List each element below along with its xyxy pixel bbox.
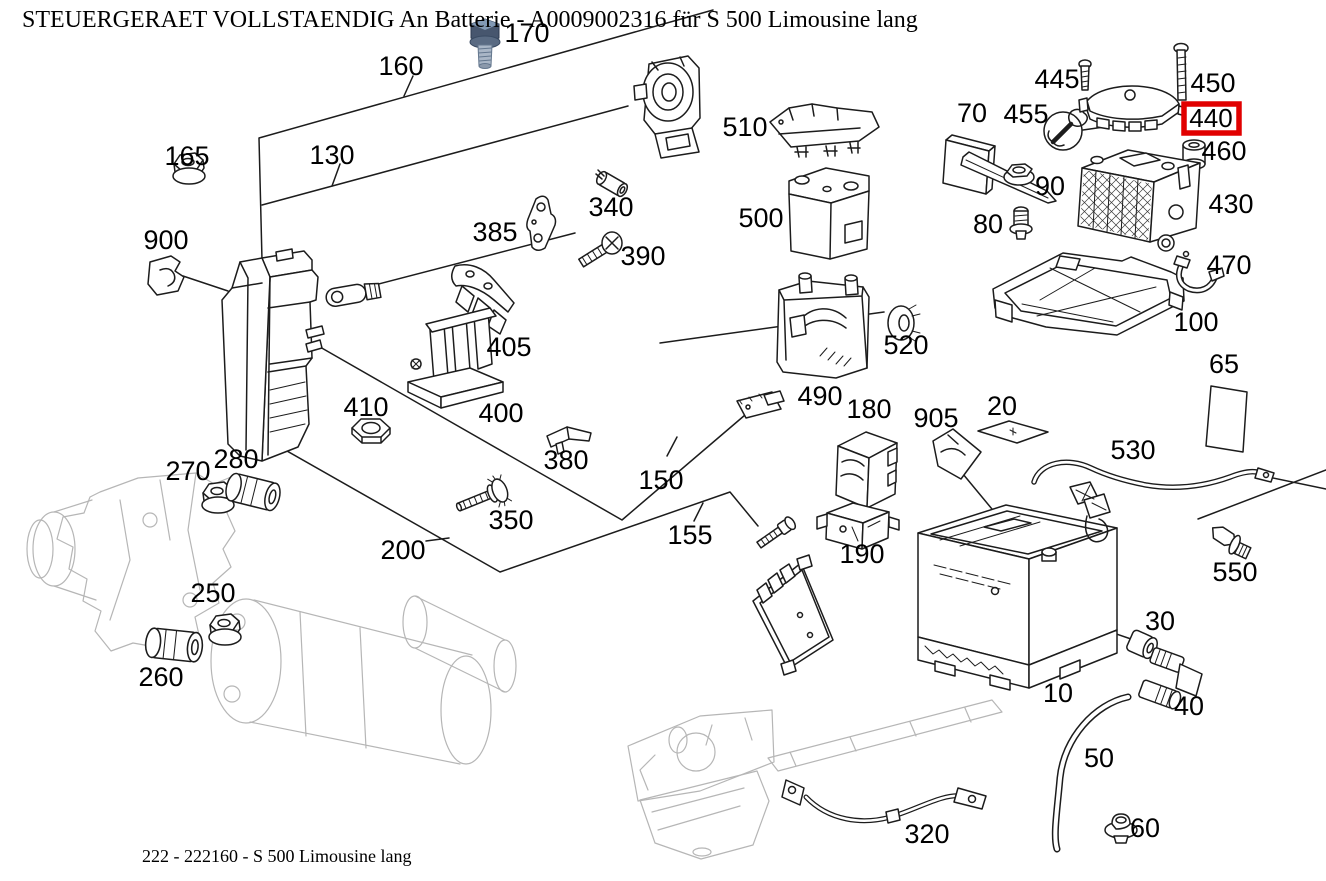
part-380-clip	[546, 426, 592, 455]
callout-80[interactable]: 80	[973, 209, 1003, 239]
part-350-screw	[455, 474, 513, 512]
callout-180[interactable]: 180	[846, 394, 891, 424]
callout-385[interactable]: 385	[472, 217, 517, 247]
callout-190[interactable]: 190	[839, 539, 884, 569]
callout-430[interactable]: 430	[1208, 189, 1253, 219]
highlighted-callout-440[interactable]: 440	[1181, 101, 1242, 136]
callout-60[interactable]: 60	[1130, 813, 1160, 843]
callout-50[interactable]: 50	[1084, 743, 1114, 773]
callout-900[interactable]: 900	[143, 225, 188, 255]
ghost-engine	[627, 699, 1003, 860]
callout-260[interactable]: 260	[138, 662, 183, 692]
part-170-bolt-icon	[469, 18, 501, 69]
callout-440[interactable]: 440	[1189, 103, 1232, 133]
part-155-screw	[756, 516, 797, 549]
callout-410[interactable]: 410	[343, 392, 388, 422]
part-60-grommet	[1104, 813, 1138, 844]
part-320-ground-strap	[781, 779, 987, 824]
part-190-relay	[816, 502, 900, 550]
callout-380[interactable]: 380	[543, 445, 588, 475]
part-20-pad	[977, 420, 1049, 444]
callout-450[interactable]: 450	[1190, 68, 1235, 98]
callout-445[interactable]: 445	[1034, 64, 1079, 94]
part-455-wrench-icon	[1043, 108, 1088, 151]
callout-70[interactable]: 70	[957, 98, 987, 128]
ghost-starter	[210, 595, 517, 765]
part-410-nut	[351, 418, 391, 444]
part-490-cable-trough	[776, 272, 870, 379]
callout-40[interactable]: 40	[1174, 691, 1204, 721]
part-fuse-plate	[752, 554, 834, 676]
part-battery-sensor	[633, 55, 701, 159]
callout-455[interactable]: 455	[1003, 99, 1048, 129]
part-390-screw	[578, 231, 623, 268]
callout-170[interactable]: 170	[504, 18, 549, 48]
callout-270[interactable]: 270	[165, 456, 210, 486]
part-440-control-unit	[1078, 85, 1188, 132]
callout-160[interactable]: 160	[378, 51, 423, 81]
callout-470[interactable]: 470	[1206, 250, 1251, 280]
part-530-cable	[1031, 459, 1275, 543]
part-65-label-sheet	[1205, 385, 1248, 453]
callout-320[interactable]: 320	[904, 819, 949, 849]
part-430-battery-module	[1077, 149, 1201, 252]
part-10-battery	[917, 504, 1118, 691]
part-900-connector	[147, 255, 185, 296]
part-cable-lug	[325, 282, 382, 308]
callout-460[interactable]: 460	[1201, 136, 1246, 166]
part-400-bracket	[407, 307, 504, 409]
part-50-hose	[1051, 693, 1132, 853]
callouts: 170 160 130 165 900 385 340 390 405 400 …	[138, 18, 1257, 849]
callout-90[interactable]: 90	[1035, 171, 1065, 201]
part-450-screw	[1173, 42, 1189, 101]
part-100-battery-tray	[992, 252, 1185, 336]
callout-405[interactable]: 405	[486, 332, 531, 362]
callout-550[interactable]: 550	[1212, 557, 1257, 587]
part-180-control-module	[835, 431, 898, 509]
part-90-nut	[1003, 163, 1035, 186]
callout-165[interactable]: 165	[164, 141, 209, 171]
callout-390[interactable]: 390	[620, 241, 665, 271]
part-340-connector-pin	[595, 169, 629, 198]
callout-400[interactable]: 400	[478, 398, 523, 428]
part-385-bracket	[526, 195, 557, 251]
page-title: STEUERGERAET VOLLSTAENDIG An Batterie - …	[22, 7, 918, 33]
callout-510[interactable]: 510	[722, 112, 767, 142]
part-150-sensor-board	[736, 390, 785, 419]
callout-500[interactable]: 500	[738, 203, 783, 233]
callout-350[interactable]: 350	[488, 505, 533, 535]
callout-905[interactable]: 905	[913, 403, 958, 433]
part-80-stud	[1009, 206, 1033, 240]
callout-490[interactable]: 490	[797, 381, 842, 411]
part-905-clip	[932, 428, 982, 480]
part-445-screw	[1078, 59, 1092, 91]
callout-10[interactable]: 10	[1043, 678, 1073, 708]
callout-155[interactable]: 155	[667, 520, 712, 550]
part-510-cover	[769, 103, 880, 158]
part-550-bolt	[1211, 526, 1252, 560]
callout-65[interactable]: 65	[1209, 349, 1239, 379]
highlight-box	[1181, 101, 1242, 136]
callout-20[interactable]: 20	[987, 391, 1017, 421]
callout-130[interactable]: 130	[309, 140, 354, 170]
part-520-grommet	[887, 304, 921, 342]
callout-30[interactable]: 30	[1145, 606, 1175, 636]
callout-100[interactable]: 100	[1173, 307, 1218, 337]
callout-280[interactable]: 280	[213, 444, 258, 474]
callout-530[interactable]: 530	[1110, 435, 1155, 465]
callout-150[interactable]: 150	[638, 465, 683, 495]
part-260-sleeve	[143, 626, 205, 664]
part-main-bracket-console	[221, 248, 325, 462]
callout-340[interactable]: 340	[588, 192, 633, 222]
part-40-elbow	[1138, 647, 1203, 710]
page-footer: 222 - 222160 - S 500 Limousine lang	[142, 846, 411, 866]
callout-250[interactable]: 250	[190, 578, 235, 608]
callout-200[interactable]: 200	[380, 535, 425, 565]
part-470-vent-elbow	[1173, 250, 1225, 294]
callout-520[interactable]: 520	[883, 330, 928, 360]
part-500-aux-battery	[788, 167, 870, 260]
